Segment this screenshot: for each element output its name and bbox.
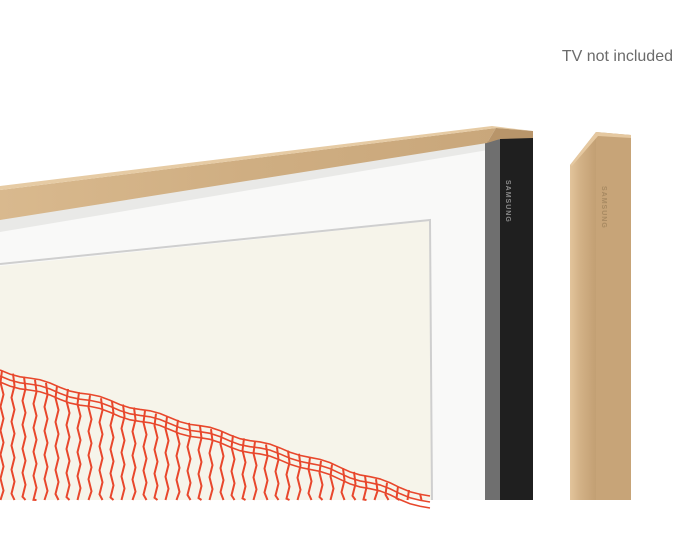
art-line — [76, 391, 82, 501]
art-line — [65, 388, 71, 501]
wood-side-piece-side — [596, 132, 631, 500]
art-line — [208, 428, 214, 501]
wood-top-bar-front — [0, 128, 496, 220]
bezel-samsung-logo: SAMSUNG — [504, 180, 511, 223]
black-bezel — [500, 134, 533, 500]
art-line — [0, 370, 5, 501]
mat-shadow — [0, 140, 488, 232]
artwork-canvas — [0, 221, 432, 500]
art-line — [263, 444, 269, 501]
red-line-artwork — [0, 369, 431, 509]
art-line — [307, 457, 313, 501]
side-piece-samsung-logo: SAMSUNG — [600, 186, 607, 229]
art-line — [142, 410, 148, 501]
art-line — [197, 425, 203, 501]
art-line — [252, 441, 258, 501]
art-line — [164, 416, 170, 501]
art-line — [87, 395, 93, 501]
art-edge-line — [0, 369, 431, 497]
art-edge-line — [0, 375, 431, 503]
art-line — [175, 419, 181, 501]
art-line — [329, 464, 335, 501]
art-line — [219, 432, 225, 501]
mat-inner-edge — [0, 218, 433, 501]
art-line — [241, 438, 247, 501]
wood-top-bar-end — [487, 128, 533, 143]
tv-not-included-caption: TV not included — [561, 48, 673, 65]
art-line — [21, 376, 27, 501]
wood-side-piece-top — [570, 132, 631, 166]
art-line — [153, 413, 159, 501]
art-line — [32, 379, 38, 501]
art-line — [109, 401, 115, 501]
bezel-inner-edge — [485, 139, 500, 500]
art-line — [120, 404, 126, 501]
art-line — [131, 407, 137, 501]
art-line — [351, 471, 357, 501]
art-line — [318, 460, 324, 501]
art-edge-line — [0, 381, 431, 509]
art-line — [54, 385, 60, 501]
art-line — [98, 398, 104, 501]
art-line — [10, 373, 16, 501]
wood-side-piece-front — [570, 132, 596, 500]
art-line — [43, 382, 49, 501]
art-line — [274, 447, 280, 501]
art-line — [285, 450, 291, 501]
